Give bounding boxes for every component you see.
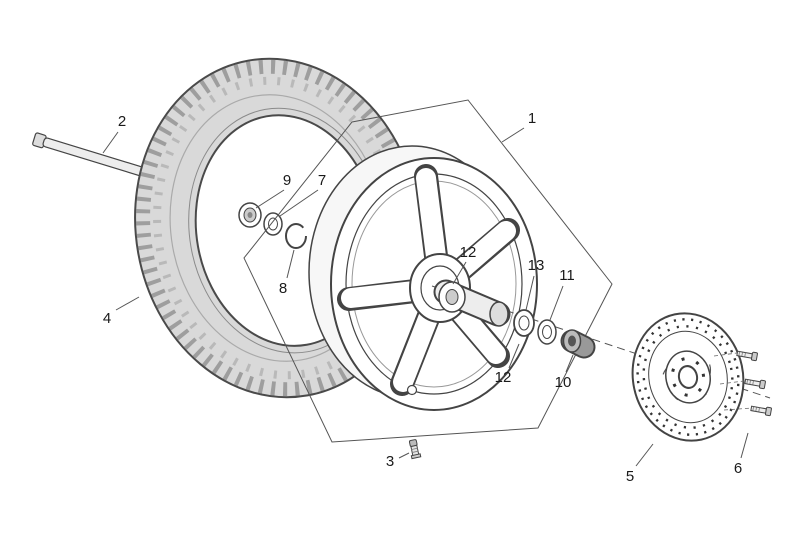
bolt <box>744 378 766 390</box>
callout-9: 9 <box>283 172 291 189</box>
brake-disc <box>631 312 745 442</box>
rim-valve-hole <box>406 384 418 396</box>
leader-line-2 <box>102 131 119 154</box>
group-boundary <box>243 99 613 443</box>
leader-line-1 <box>501 127 525 143</box>
valve-stem <box>408 439 422 460</box>
circlip <box>285 223 307 249</box>
hub-nut <box>238 202 262 228</box>
disc-drill-holes-outer <box>636 318 740 436</box>
leader-line-5 <box>635 443 654 467</box>
leader-line-8 <box>286 249 295 279</box>
callout-8: 8 <box>279 280 287 297</box>
disc-center-hole <box>677 365 699 389</box>
callout-12: 12 <box>495 369 512 386</box>
callout-5: 5 <box>626 468 634 485</box>
callout-11: 11 <box>559 267 575 284</box>
leader-line-4 <box>115 296 140 311</box>
callout-4: 4 <box>103 310 111 327</box>
leader-line-7 <box>279 189 319 217</box>
leader-line-6 <box>740 432 749 459</box>
leader-line-10 <box>565 354 574 373</box>
disc-bolts <box>713 350 772 417</box>
callout-12: 12 <box>460 244 477 261</box>
sleeve-end-cap <box>489 301 509 327</box>
leader-line-12 <box>452 261 467 285</box>
leader-line-13 <box>525 275 535 311</box>
bolt <box>736 350 758 362</box>
seal-ring <box>537 319 557 345</box>
callout-10: 10 <box>555 374 572 391</box>
washer <box>263 212 283 236</box>
leader-line-3 <box>398 452 410 459</box>
callout-6: 6 <box>734 460 742 477</box>
bolt <box>750 405 772 417</box>
callout-2: 2 <box>118 113 126 130</box>
disc-drill-holes-inner <box>642 325 734 429</box>
disc-bolt-holes <box>670 357 706 397</box>
leader-line-12 <box>508 343 520 369</box>
callout-1: 1 <box>528 110 536 127</box>
wheel-rim <box>308 145 538 411</box>
callout-3: 3 <box>386 453 394 470</box>
leader-line-11 <box>549 285 564 321</box>
callout-7: 7 <box>318 172 326 189</box>
callout-13: 13 <box>528 257 545 274</box>
bushing <box>560 329 596 359</box>
disc-band-edge <box>648 330 728 424</box>
leader-line-9 <box>255 189 285 209</box>
bearing-left <box>438 281 466 313</box>
spacer-ring <box>513 309 535 337</box>
